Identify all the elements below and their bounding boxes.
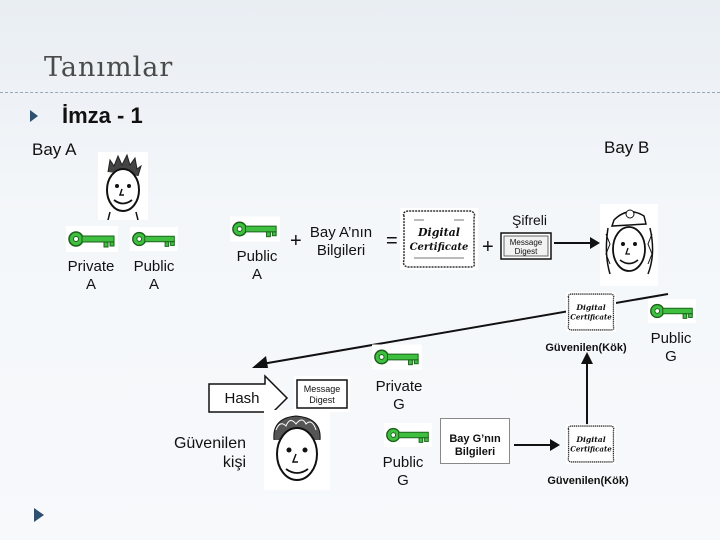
title-divider [0,92,720,93]
arrow-to-root-certificate-icon [514,439,560,451]
message-digest-bottom-icon: Message Digest [294,376,350,412]
public-g-bottom-label: Public G [382,454,424,489]
private-a-label: Private A [67,258,115,293]
arrow-to-bay-b-icon [554,237,600,249]
svg-text:Certificate: Certificate [570,313,612,322]
plus-sign: + [290,230,302,252]
bay-b-label: Bay B [604,138,650,157]
private-g-key-icon [372,344,422,370]
hash-label: Hash [224,390,260,407]
svg-text:Digest: Digest [515,247,538,256]
public-a-key-right-icon [230,216,280,242]
svg-text:Digital: Digital [575,435,605,444]
bay-a-label: Bay A [32,140,77,159]
svg-text:Certificate: Certificate [570,445,612,454]
sifreli-label: Şifreli [512,212,548,228]
bullet-arrow-icon [30,110,38,122]
guvenilen-kok-bottom-label: Güvenilen(Kök) [547,475,629,487]
hash-arrow-icon [208,374,289,422]
bay-a-face-icon [98,152,148,220]
equals-sign: = [386,230,398,252]
next-slide-arrow-icon[interactable] [34,508,44,522]
public-a-key-icon [130,227,178,251]
bay-a-bilgileri-label: Bay A’nın Bilgileri [309,224,373,259]
guvenilen-kisi-label: Güvenilen kişi [173,435,246,471]
public-g-key-top-icon [648,299,696,323]
svg-text:Message: Message [510,238,543,247]
slide-heading: İmza - 1 [62,103,143,128]
bay-b-face-icon [600,204,658,286]
guvenilen-kok-top-label: Güvenilen(Kök) [545,342,627,354]
vertical-arrow-up-icon [581,352,593,426]
trusted-person-face-icon [264,410,330,490]
private-g-label: Private G [375,378,423,413]
svg-text:Certificate: Certificate [410,242,469,253]
root-certificate-top-icon: Digital Certificate [566,292,616,332]
slide-title: Tanımlar [44,52,174,83]
bay-g-bilgileri-label: Bay G’nın Bilgileri [440,418,510,464]
private-a-key-icon [66,226,118,252]
message-digest-top-icon: Message Digest [500,232,552,260]
svg-text:Digest: Digest [309,395,335,405]
svg-text:Message: Message [304,384,341,394]
root-certificate-bottom-icon: Digital Certificate [566,424,616,464]
public-a-label: Public A [133,258,175,293]
public-g-key-bottom-icon [384,423,432,447]
public-g-right-label: Public G [650,330,692,365]
plus-sign-2: + [482,236,494,258]
svg-text:Digital: Digital [575,303,605,312]
digital-certificate-icon: Digital Certificate [400,208,478,270]
public-a-right-label: Public A [236,248,278,283]
svg-text:Digital: Digital [417,226,460,239]
